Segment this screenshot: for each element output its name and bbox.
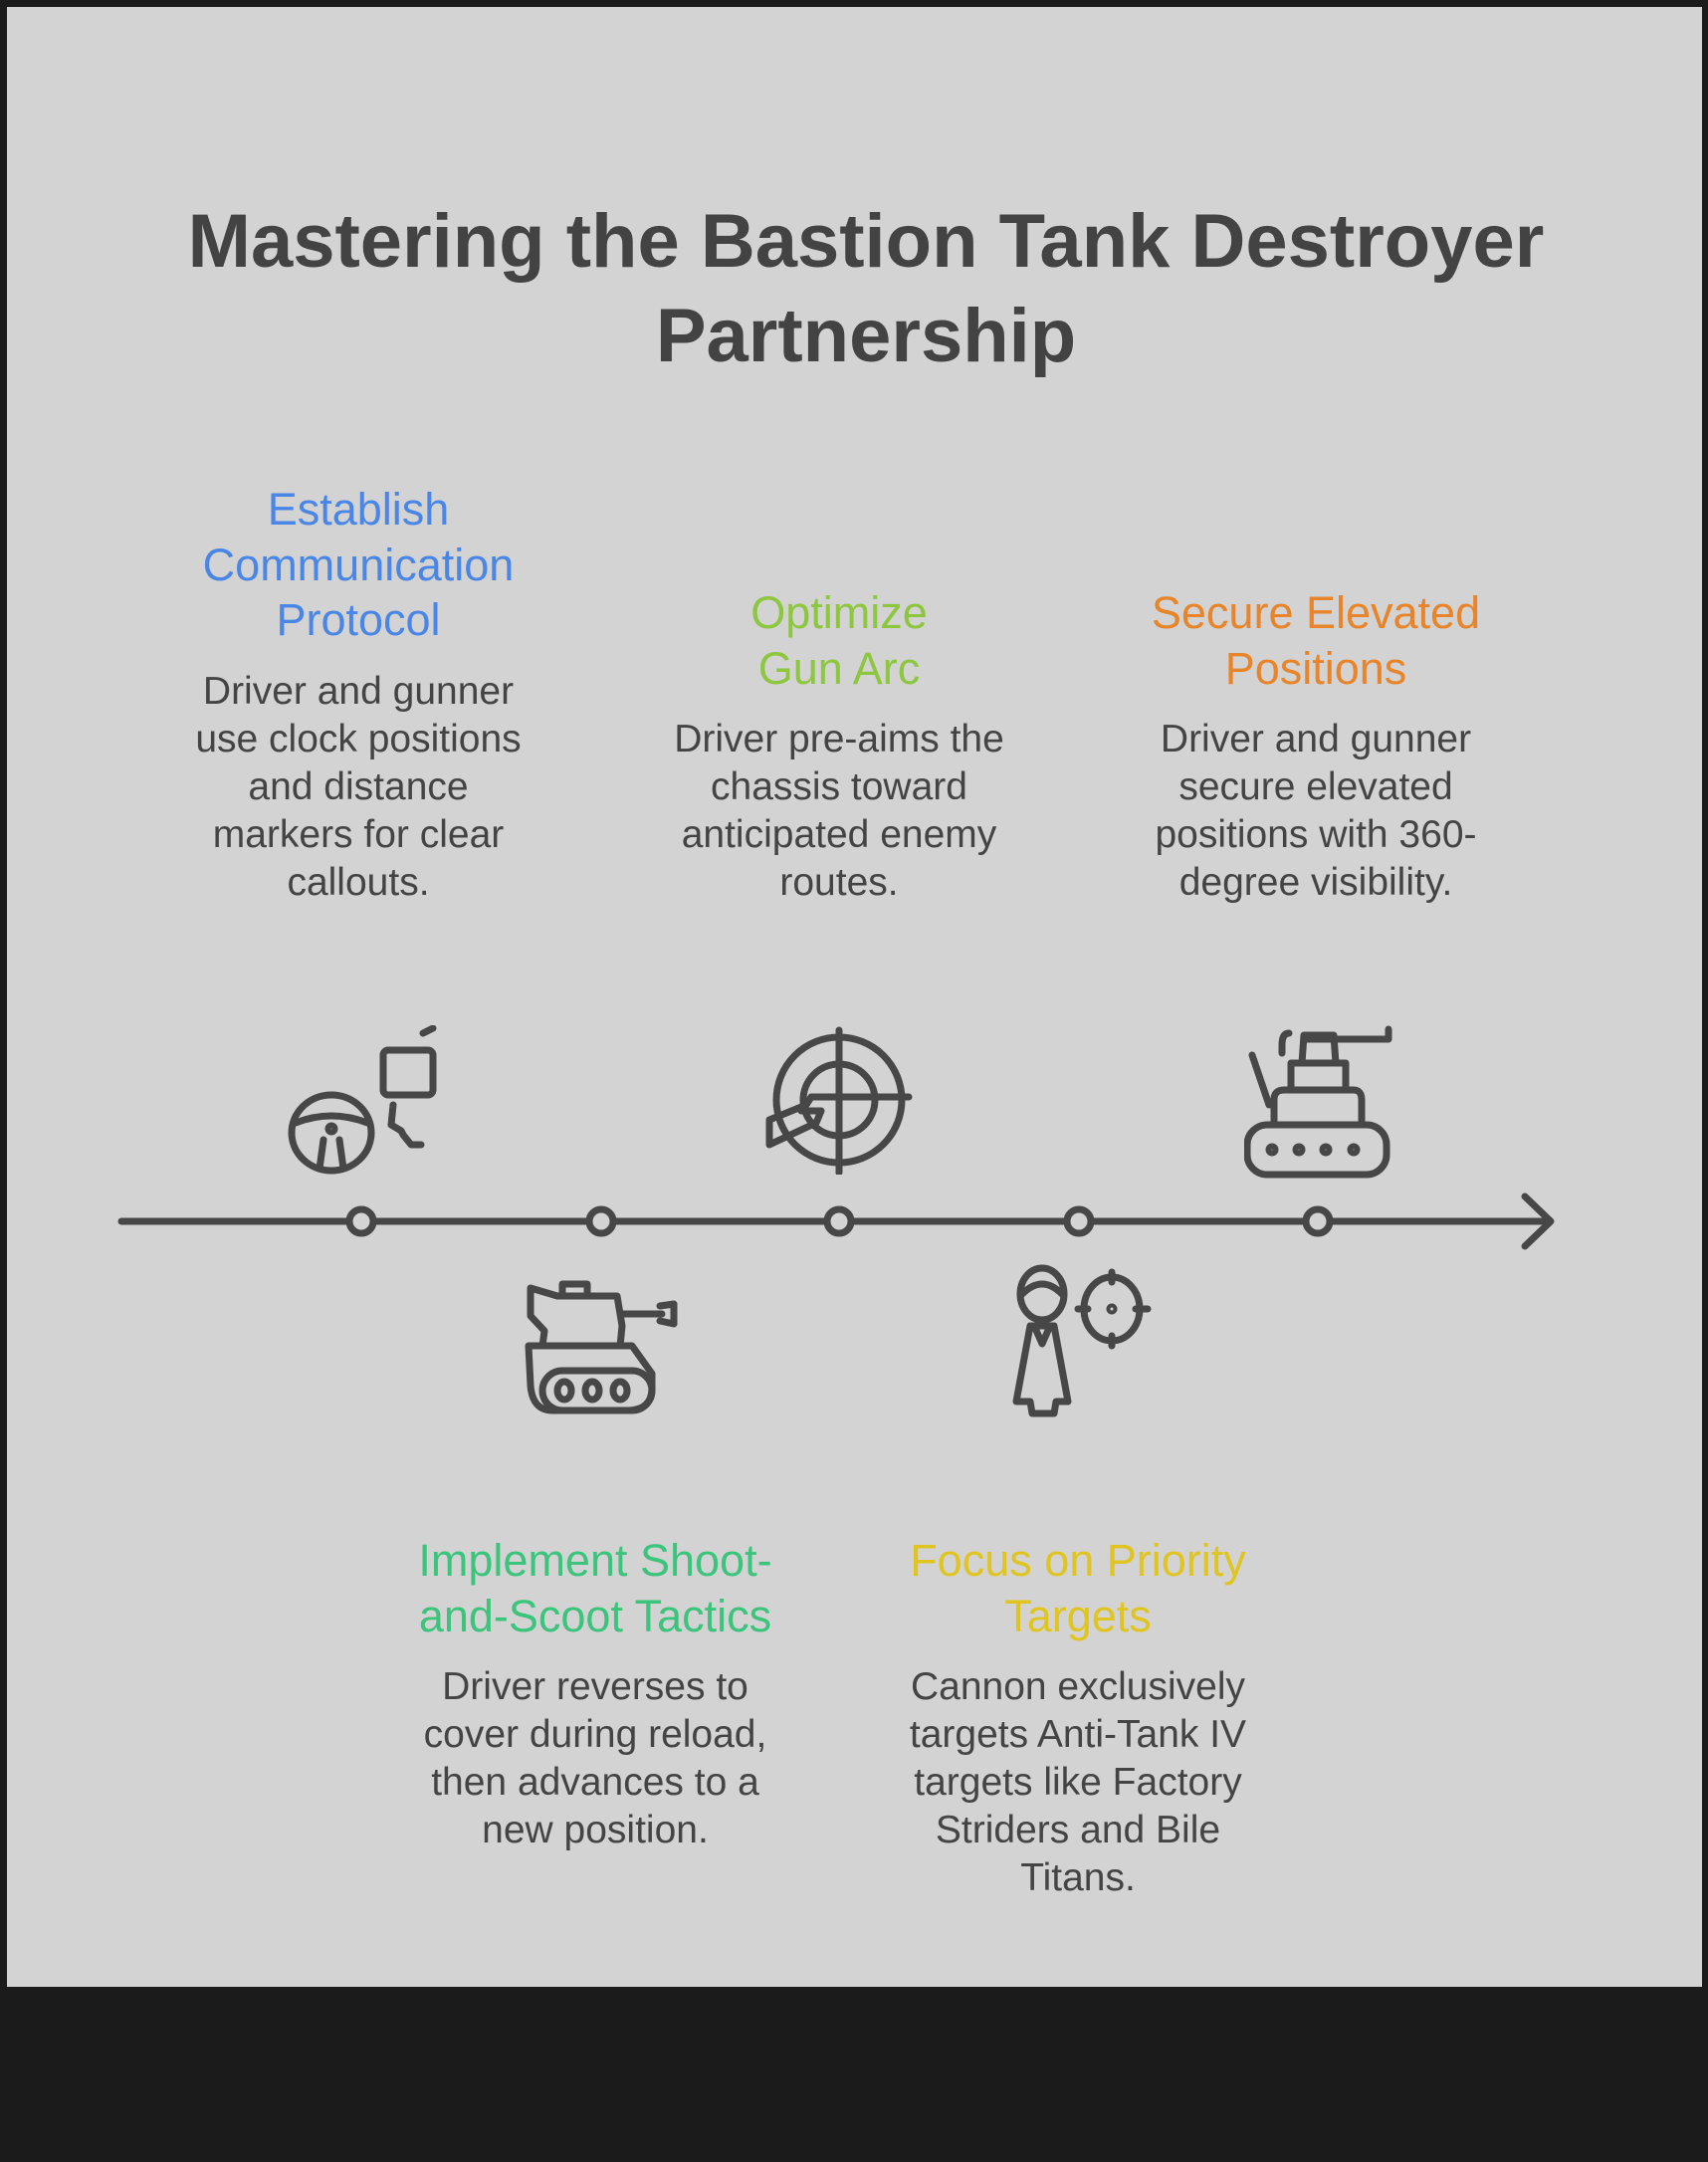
crosshair-rifle-icon	[765, 1026, 913, 1175]
step-heading: Secure Elevated Positions	[1151, 587, 1481, 694]
arrow-head-icon	[1521, 1192, 1555, 1250]
step-heading: Establish Communication Protocol	[202, 484, 515, 645]
page-title: Mastering the Bastion Tank Destroyer Par…	[187, 199, 1545, 378]
timeline-node	[585, 1205, 617, 1237]
step-description: Driver and gunner secure elevated positi…	[1155, 718, 1477, 904]
step-heading: Optimize Gun Arc	[750, 587, 928, 694]
timeline-node	[345, 1205, 377, 1237]
person-target-icon	[1012, 1264, 1152, 1417]
steering-wheel-with-radio-icon	[288, 1025, 437, 1175]
step-priority-targets: Focus on Priority Targets Cannon exclusi…	[889, 1533, 1267, 1902]
timeline	[117, 1192, 1555, 1250]
timeline-node	[1302, 1205, 1334, 1237]
step-description: Cannon exclusively targets Anti-Tank IV …	[909, 1665, 1247, 1899]
step-optimize-gun-arc: Optimize Gun Arc Driver pre-aims the cha…	[650, 585, 1028, 907]
timeline-node	[823, 1205, 855, 1237]
step-description: Driver reverses to cover during reload, …	[423, 1665, 767, 1851]
step-heading: Implement Shoot-and-Scoot Tactics	[418, 1535, 772, 1641]
step-heading: Focus on Priority Targets	[910, 1535, 1246, 1641]
step-secure-elevated-positions: Secure Elevated Positions Driver and gun…	[1127, 585, 1505, 907]
step-description: Driver pre-aims the chassis toward antic…	[674, 718, 1004, 904]
step-establish-communication: Establish Communication Protocol Driver …	[169, 482, 547, 907]
timeline-node	[1063, 1205, 1095, 1237]
tank-icon	[525, 1280, 678, 1414]
turret-tank-icon	[1244, 1025, 1392, 1179]
step-shoot-and-scoot: Implement Shoot-and-Scoot Tactics Driver…	[406, 1533, 784, 1854]
infographic-panel	[7, 7, 1702, 1987]
step-description: Driver and gunner use clock positions an…	[195, 669, 522, 904]
